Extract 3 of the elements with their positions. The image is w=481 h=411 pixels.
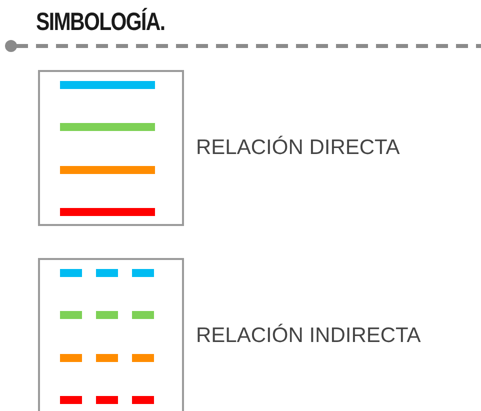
legend-label: RELACIÓN DIRECTA bbox=[196, 136, 400, 160]
legend-label: RELACIÓN INDIRECTA bbox=[196, 324, 421, 348]
title: SIMBOLOGÍA. bbox=[36, 8, 165, 37]
